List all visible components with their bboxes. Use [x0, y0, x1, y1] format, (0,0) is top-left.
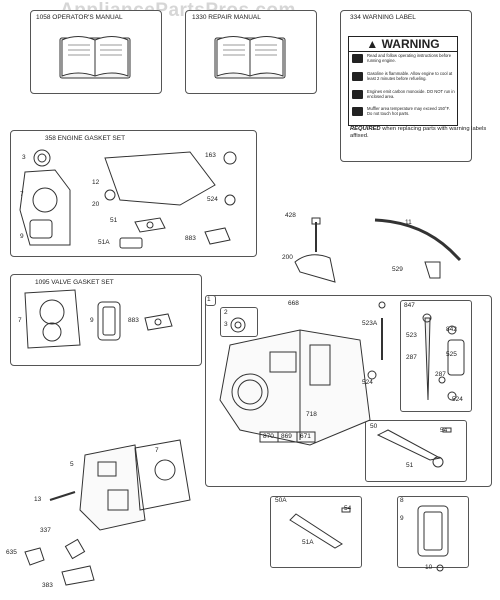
part-10[interactable]: 10 [425, 564, 433, 571]
cover-part-9[interactable]: 9 [400, 515, 404, 522]
warning-label-box[interactable] [340, 10, 472, 162]
part-5[interactable]: 5 [70, 461, 74, 468]
valve-gasket-set-title: 1095 VALVE GASKET SET [35, 279, 114, 286]
part-523a[interactable]: 523A [362, 320, 378, 327]
part-870[interactable]: 870 [263, 433, 274, 440]
part-7[interactable]: 7 [20, 191, 24, 198]
part-51a[interactable]: 51A [98, 239, 110, 246]
engine-gasket-set-box[interactable] [10, 130, 257, 257]
part-13[interactable]: 13 [34, 496, 42, 503]
warning-line-2: Gasoline is flammable. Allow engine to c… [367, 71, 453, 81]
part-883[interactable]: 883 [185, 235, 196, 242]
operators-manual-book-icon [59, 36, 131, 79]
breather-part-51[interactable]: 51 [406, 462, 414, 469]
valve-part-883[interactable]: 883 [128, 317, 139, 324]
part-20[interactable]: 20 [92, 201, 100, 208]
part-428[interactable]: 428 [285, 212, 296, 219]
fire-icon [352, 72, 363, 81]
part-50[interactable]: 50 [370, 423, 378, 430]
part-847[interactable]: 847 [404, 302, 415, 309]
required-note: REQUIRED when replacing parts with warni… [350, 126, 487, 139]
part-50a[interactable]: 50A [275, 497, 287, 504]
part-383[interactable]: 383 [42, 582, 53, 589]
hot-surface-icon [352, 107, 363, 116]
part-718[interactable]: 718 [306, 411, 317, 418]
part-8[interactable]: 8 [400, 497, 404, 504]
valve-part-9[interactable]: 9 [90, 317, 94, 324]
part-668[interactable]: 668 [288, 300, 299, 307]
engine-gasket-set-title: 358 ENGINE GASKET SET [45, 135, 126, 142]
part-9[interactable]: 9 [20, 233, 24, 240]
warning-heading: ▲ WARNING [349, 37, 457, 52]
part-287-a[interactable]: 287 [406, 354, 417, 361]
warning-line-1: Read and follow operating instructions b… [367, 53, 452, 63]
part-51a-tube[interactable]: 51A [302, 539, 314, 546]
part-200[interactable]: 200 [282, 254, 293, 261]
block-part-524[interactable]: 524 [362, 379, 373, 386]
warning-label-sticker: ▲ WARNING Read and follow operating inst… [348, 36, 458, 126]
part-2[interactable]: 2 [224, 309, 228, 316]
part-163[interactable]: 163 [205, 152, 216, 159]
manual-icon [352, 54, 363, 63]
part-869[interactable]: 869 [281, 433, 292, 440]
breather-part-54[interactable]: 54 [440, 427, 448, 434]
dipstick-part-524[interactable]: 524 [452, 396, 463, 403]
part-523[interactable]: 523 [406, 332, 417, 339]
part-635[interactable]: 635 [6, 549, 17, 556]
breather-box[interactable] [365, 420, 467, 482]
part-525[interactable]: 525 [446, 351, 457, 358]
item-1-tag [205, 295, 216, 306]
operators-manual-title: 1058 OPERATOR'S MANUAL [36, 14, 123, 21]
valve-part-7[interactable]: 7 [18, 317, 22, 324]
warning-label-title: 334 WARNING LABEL [350, 14, 416, 21]
part-842[interactable]: 842 [446, 326, 457, 333]
warning-line-3: Engines emit carbon monoxide. DO NOT run… [367, 89, 455, 99]
repair-manual-title: 1330 REPAIR MANUAL [192, 14, 261, 21]
part-3[interactable]: 3 [22, 154, 26, 161]
part-529[interactable]: 529 [392, 266, 403, 273]
part-51[interactable]: 51 [110, 217, 118, 224]
head-part-7[interactable]: 7 [155, 447, 159, 454]
repair-manual-book-icon [214, 36, 286, 79]
part-671[interactable]: 671 [300, 433, 311, 440]
part-337[interactable]: 337 [40, 527, 51, 534]
block-part-3[interactable]: 3 [224, 321, 228, 328]
part-287-b[interactable]: 287 [435, 371, 446, 378]
tube-part-54[interactable]: 54 [344, 505, 352, 512]
dipstick-box[interactable] [400, 300, 472, 412]
fumes-icon [352, 90, 363, 99]
part-11[interactable]: 11 [405, 219, 412, 226]
part-524[interactable]: 524 [207, 196, 218, 203]
part-1[interactable]: 1 [207, 296, 211, 303]
part-12[interactable]: 12 [92, 179, 100, 186]
warning-line-4: Muffler area temperature may exceed 150°… [367, 106, 450, 116]
